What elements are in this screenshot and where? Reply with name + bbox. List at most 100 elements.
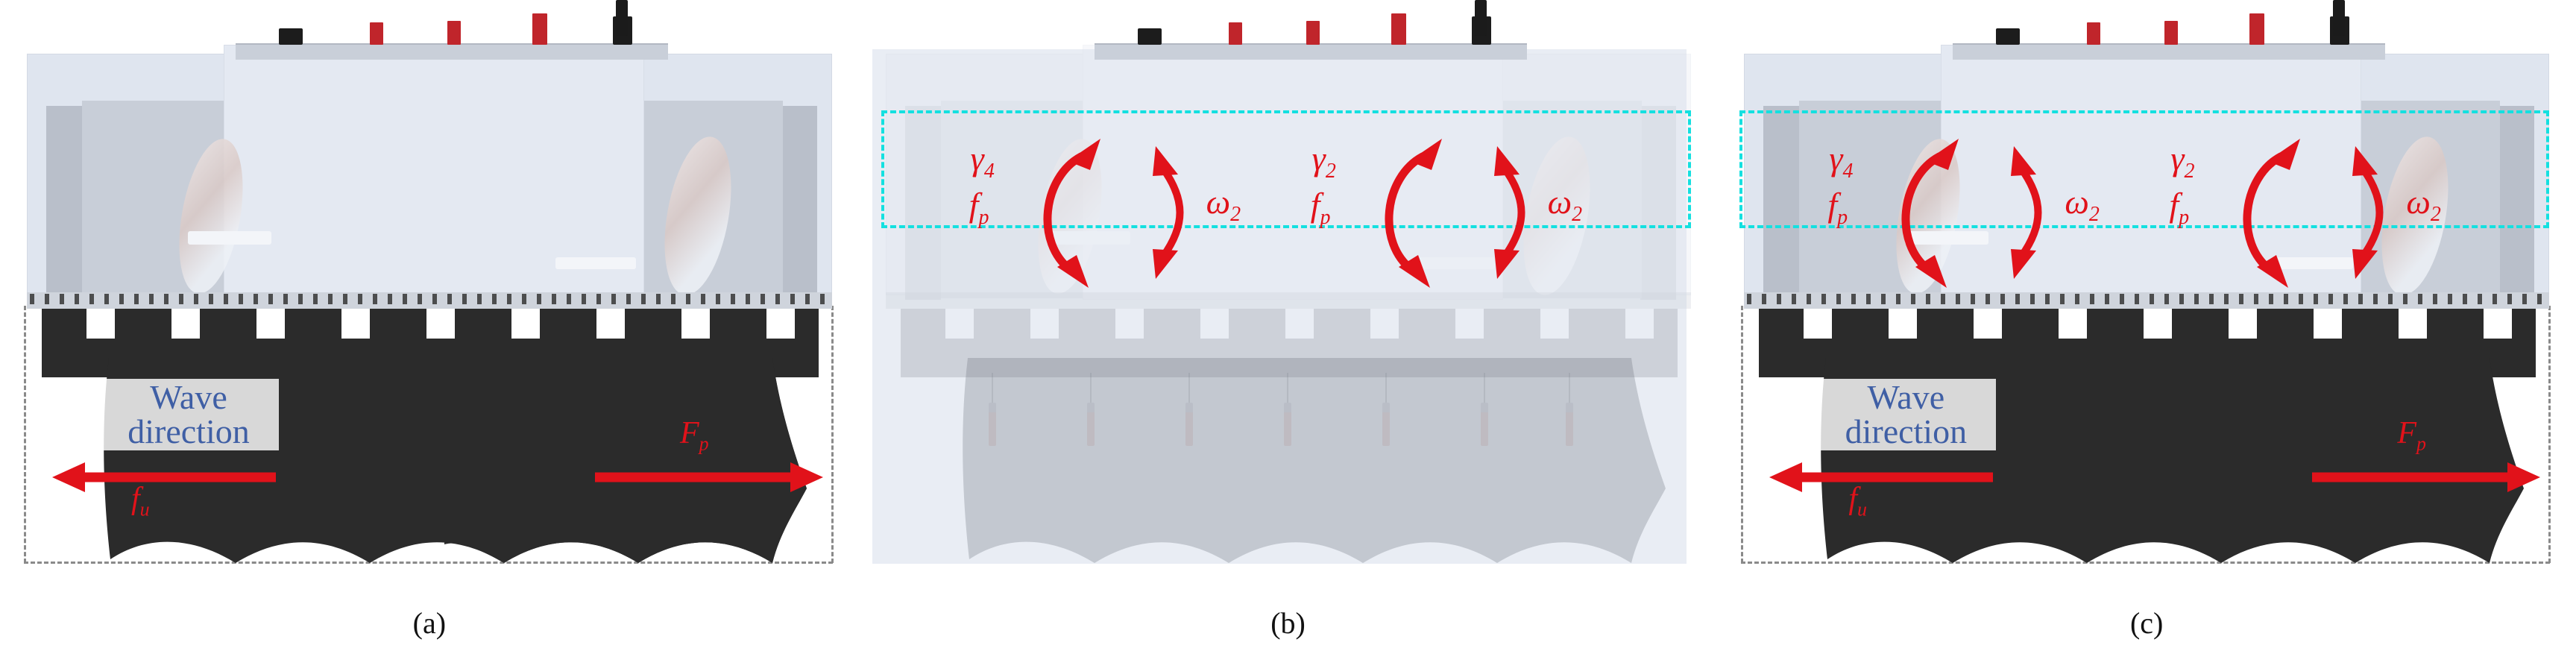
force-fu-subscript: u <box>139 498 150 521</box>
pillar-left <box>1763 106 1800 300</box>
force-fp-subscript: p <box>699 433 709 455</box>
tooth-gap <box>2059 309 2088 339</box>
antenna-mast <box>1474 0 1487 36</box>
rail-ticks <box>30 294 829 304</box>
panel-b-caption: (b) <box>1270 606 1306 640</box>
deck-marker-red-3 <box>532 13 547 45</box>
tooth-gap <box>1889 309 1918 339</box>
rotation-arrow-left <box>1043 139 1100 288</box>
pillar-right <box>2498 106 2535 300</box>
panel-a: Wave direction fu Fp (a) <box>0 0 859 651</box>
force-fp-symbol: F <box>680 416 699 450</box>
deck-marker-red-1 <box>1228 22 1242 45</box>
probe-wire <box>1286 373 1288 407</box>
water-body-c <box>1744 358 2549 567</box>
pillar-left-2 <box>940 101 1083 298</box>
probe-wire <box>1089 373 1092 407</box>
highlight-box <box>881 110 1691 228</box>
omega2-left-symbol: ω <box>1206 183 1231 221</box>
omega2-right-label: ω2 <box>1548 185 1582 225</box>
panel-c: γ4 fp ω2 γ2 fp <box>1717 0 2576 651</box>
force-arrow-right <box>2312 462 2541 492</box>
rotation-arrow-right <box>1385 139 1442 288</box>
force-arrow-right <box>595 462 823 492</box>
wave-direction-line2: direction <box>1845 412 1968 450</box>
tooth-gap <box>1540 309 1569 339</box>
pillar-right-2 <box>1499 101 1642 298</box>
panel-b: γ4 fp ω2 γ2 fp <box>859 0 1718 651</box>
pillar-left <box>46 106 82 300</box>
cabin-main <box>1082 45 1503 300</box>
deck-marker-black-1 <box>1137 28 1162 45</box>
tooth-gap <box>1625 309 1654 339</box>
deck-marker-red-2 <box>447 21 461 45</box>
lens-bar-right <box>1414 257 1495 269</box>
tooth-gap <box>1030 309 1059 339</box>
tooth-gap <box>1285 309 1314 339</box>
tooth-gap <box>766 309 795 339</box>
rail-ticks <box>1747 294 2547 304</box>
tooth-gap <box>2484 309 2513 339</box>
gamma2-symbol: γ <box>2170 139 2185 177</box>
probe-tip <box>1565 403 1573 446</box>
force-fp-label: Fp <box>680 418 709 453</box>
probe-tip <box>1382 403 1390 446</box>
force-fp-subscript: p <box>2416 433 2426 455</box>
omega2-left-label: ω2 <box>2065 185 2099 225</box>
rotation-arrow-left <box>1901 139 1959 288</box>
deck-marker-red-1 <box>2087 22 2101 45</box>
tooth-gap <box>2314 309 2343 339</box>
deck-plate <box>1953 43 2386 60</box>
gamma4-label: γ4 <box>1829 142 1853 182</box>
pillar-left <box>904 106 941 300</box>
deck-marker-red-2 <box>1306 21 1320 45</box>
gamma4-label: γ4 <box>971 142 995 182</box>
oscillation-arrow-left <box>2011 146 2042 279</box>
force-fu-subscript: u <box>1857 498 1868 521</box>
deck-plate <box>1094 43 1527 60</box>
force-fu-label: fu <box>131 483 150 519</box>
deck-marker-black-1 <box>279 28 303 45</box>
domain-boundary-left <box>1741 306 1744 563</box>
omega2-left-label: ω2 <box>1206 185 1241 225</box>
gamma4-symbol: γ <box>1829 139 1843 177</box>
wave-direction-label: Wave direction <box>98 379 279 450</box>
deck-marker-red-3 <box>1391 13 1406 45</box>
tooth-gap <box>86 309 115 339</box>
deck-marker-red-2 <box>2164 21 2179 45</box>
wave-direction-line1: Wave <box>1867 378 1945 416</box>
tooth-bar <box>900 309 1678 377</box>
tooth-gap <box>256 309 285 339</box>
fp-left-symbol: f <box>969 186 979 224</box>
force-fp-symbol: F <box>2397 416 2416 450</box>
panel-c-caption: (c) <box>2129 606 2164 640</box>
force-fu-label: fu <box>1848 483 1867 519</box>
tooth-gap <box>1200 309 1229 339</box>
tooth-gap <box>681 309 710 339</box>
pillar-right <box>781 106 817 300</box>
probe-tip <box>1086 403 1095 446</box>
gamma2-subscript: 2 <box>2184 160 2195 183</box>
water-body-b <box>886 358 1691 567</box>
rotation-arrow-right <box>2243 139 2301 288</box>
antenna-mast <box>2333 0 2346 36</box>
tooth-gap <box>1370 309 1399 339</box>
fp-right-symbol: f <box>2169 186 2179 224</box>
tooth-gap <box>945 309 974 339</box>
probe-tip <box>1283 403 1291 446</box>
gamma4-subscript: 4 <box>1842 160 1854 183</box>
oscillation-arrow-right <box>2352 146 2384 279</box>
panel-a-caption: (a) <box>412 606 447 640</box>
tooth-gap <box>2144 309 2173 339</box>
probe-wire <box>1385 373 1387 407</box>
gamma4-subscript: 4 <box>983 160 995 183</box>
pillar-right <box>1640 106 1676 300</box>
deck-marker-black-1 <box>1996 28 2021 45</box>
gamma2-label: γ2 <box>2170 142 2194 182</box>
fp-left-subscript: p <box>978 206 989 230</box>
tooth-gap <box>1455 309 1484 339</box>
domain-boundary-bottom <box>1741 562 2551 564</box>
tooth-gap <box>1115 309 1144 339</box>
gamma2-symbol: γ <box>1311 139 1326 177</box>
